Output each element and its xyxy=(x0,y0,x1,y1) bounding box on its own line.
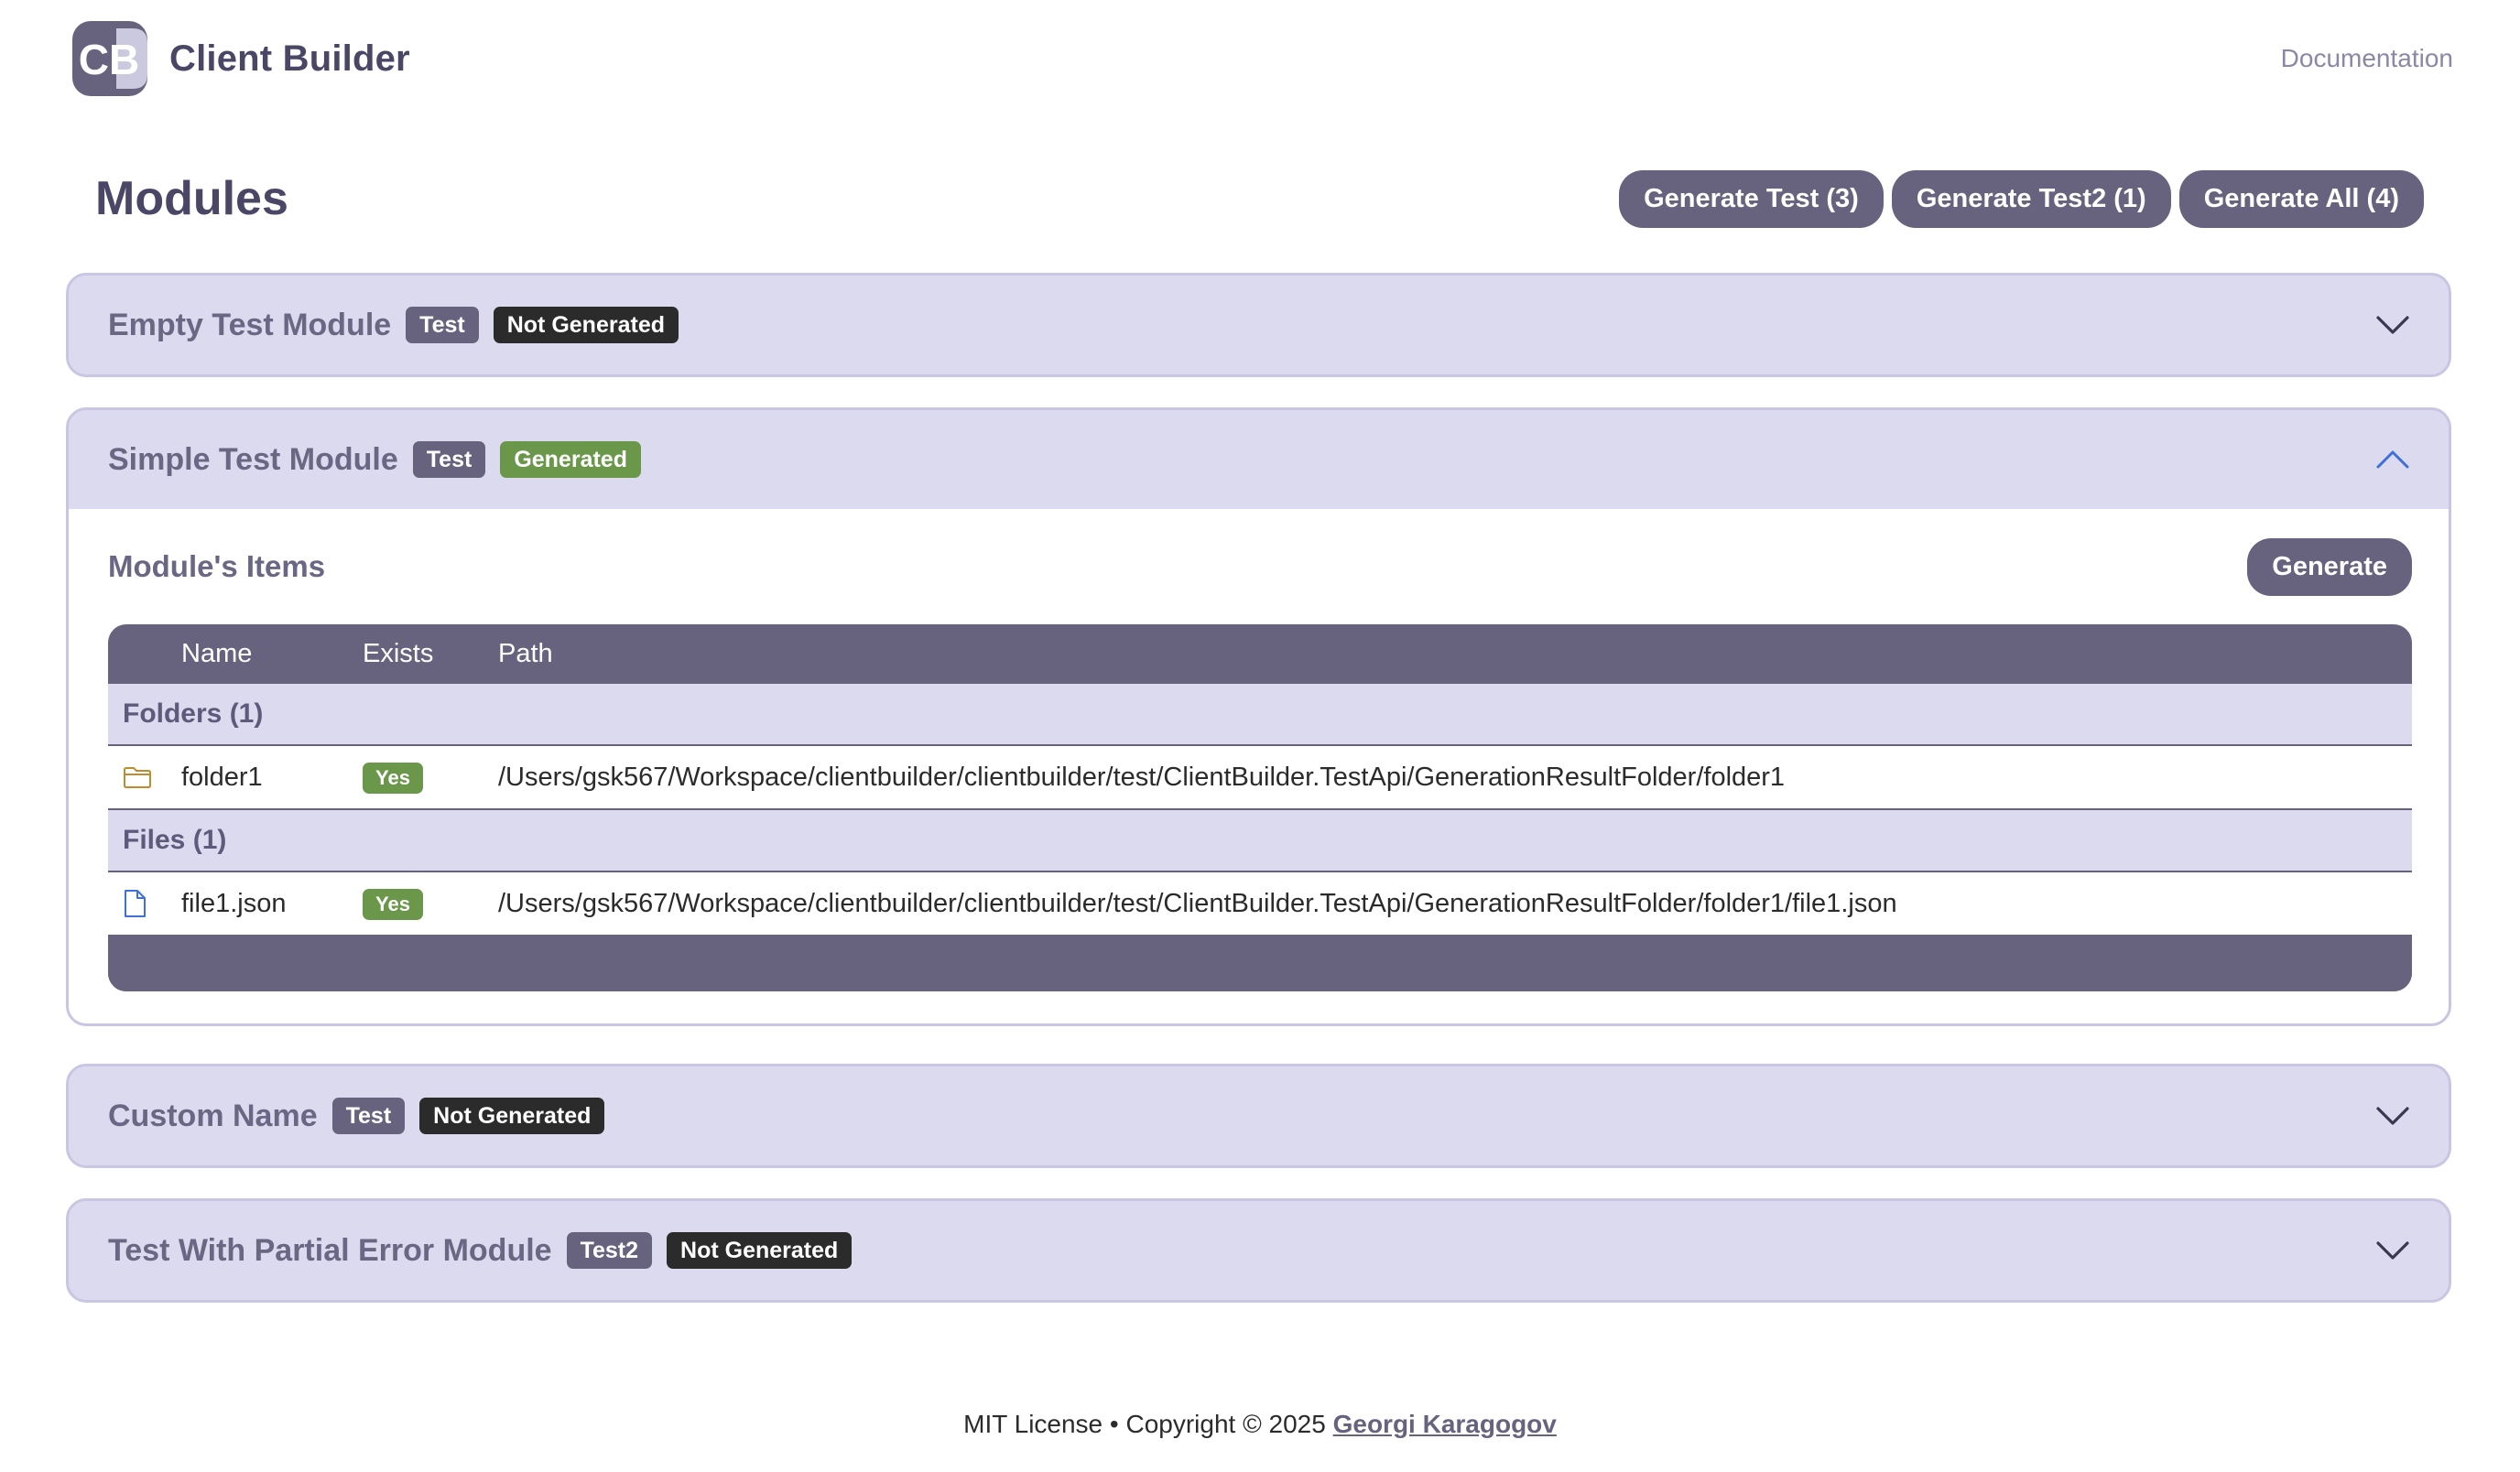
module-title: Custom Name xyxy=(108,1098,318,1133)
chevron-down-icon[interactable] xyxy=(2376,1240,2409,1261)
generate-all-button[interactable]: Generate All (4) xyxy=(2178,169,2424,228)
module-custom-name: Custom Name Test Not Generated xyxy=(66,1064,2451,1168)
item-name: folder1 xyxy=(181,762,263,792)
client-builder-logo-icon: CB xyxy=(72,21,147,96)
svg-text:CB: CB xyxy=(79,36,139,83)
generate-test-button[interactable]: Generate Test (3) xyxy=(1619,169,1884,228)
item-path: /Users/gsk567/Workspace/clientbuilder/cl… xyxy=(498,888,1897,918)
module-header[interactable]: Simple Test Module Test Generated xyxy=(69,410,2449,509)
page-title: Modules xyxy=(95,172,288,225)
module-type-badge: Test2 xyxy=(566,1232,653,1269)
folder-icon xyxy=(108,765,181,789)
module-type-badge: Test xyxy=(412,441,486,478)
module-items-title: Module's Items xyxy=(108,549,326,583)
module-type-badge: Test xyxy=(331,1098,406,1134)
module-type-badge: Test xyxy=(406,307,479,343)
generate-actions: Generate Test (3) Generate Test2 (1) Gen… xyxy=(1619,169,2424,228)
app-name: Client Builder xyxy=(169,38,410,79)
chevron-down-icon[interactable] xyxy=(2376,315,2409,335)
status-badge: Not Generated xyxy=(493,307,679,343)
status-badge: Not Generated xyxy=(419,1098,605,1134)
page-footer: MIT License • Copyright © 2025 Georgi Ka… xyxy=(0,1410,2520,1439)
chevron-up-icon[interactable] xyxy=(2376,449,2409,470)
module-header[interactable]: Custom Name Test Not Generated xyxy=(69,1066,2449,1165)
generate-module-button[interactable]: Generate xyxy=(2247,537,2412,596)
module-items-header: Module's Items Generate xyxy=(108,509,2412,624)
table-header: Name Exists Path xyxy=(108,624,2412,684)
module-simple-test: Simple Test Module Test Generated Module… xyxy=(66,407,2451,1026)
table-row: file1.json Yes /Users/gsk567/Workspace/c… xyxy=(108,872,2412,936)
item-name: file1.json xyxy=(181,888,287,918)
module-header[interactable]: Test With Partial Error Module Test2 Not… xyxy=(69,1201,2449,1300)
module-body: Module's Items Generate Name Exists Path… xyxy=(69,509,2449,1023)
page-header: Modules Generate Test (3) Generate Test2… xyxy=(95,169,2424,228)
status-badge: Not Generated xyxy=(667,1232,853,1269)
column-header-name: Name xyxy=(181,639,253,668)
module-items-table: Name Exists Path Folders (1) folder1 Yes… xyxy=(108,624,2412,991)
table-row: folder1 Yes /Users/gsk567/Workspace/clie… xyxy=(108,746,2412,810)
group-row-folders: Folders (1) xyxy=(108,684,2412,746)
file-icon xyxy=(108,889,181,918)
module-title: Simple Test Module xyxy=(108,441,398,477)
documentation-link[interactable]: Documentation xyxy=(2280,44,2453,72)
group-row-files: Files (1) xyxy=(108,810,2412,872)
module-empty-test: Empty Test Module Test Not Generated xyxy=(66,273,2451,377)
column-header-exists: Exists xyxy=(363,639,434,668)
table-footer xyxy=(108,936,2412,991)
column-header-path: Path xyxy=(498,639,553,668)
module-header[interactable]: Empty Test Module Test Not Generated xyxy=(69,276,2449,374)
brand[interactable]: CB Client Builder xyxy=(72,21,410,96)
top-navbar: CB Client Builder Documentation xyxy=(72,21,2453,96)
module-title: Test With Partial Error Module xyxy=(108,1232,552,1268)
item-path: /Users/gsk567/Workspace/clientbuilder/cl… xyxy=(498,762,1786,792)
author-link[interactable]: Georgi Karagogov xyxy=(1332,1410,1557,1438)
status-badge: Generated xyxy=(500,441,641,478)
exists-badge: Yes xyxy=(363,762,423,794)
generate-test2-button[interactable]: Generate Test2 (1) xyxy=(1891,169,2171,228)
exists-badge: Yes xyxy=(363,888,423,920)
module-test-with-partial-error: Test With Partial Error Module Test2 Not… xyxy=(66,1198,2451,1303)
chevron-down-icon[interactable] xyxy=(2376,1106,2409,1126)
license-text: MIT License • Copyright © 2025 xyxy=(963,1410,1326,1438)
module-title: Empty Test Module xyxy=(108,307,392,342)
